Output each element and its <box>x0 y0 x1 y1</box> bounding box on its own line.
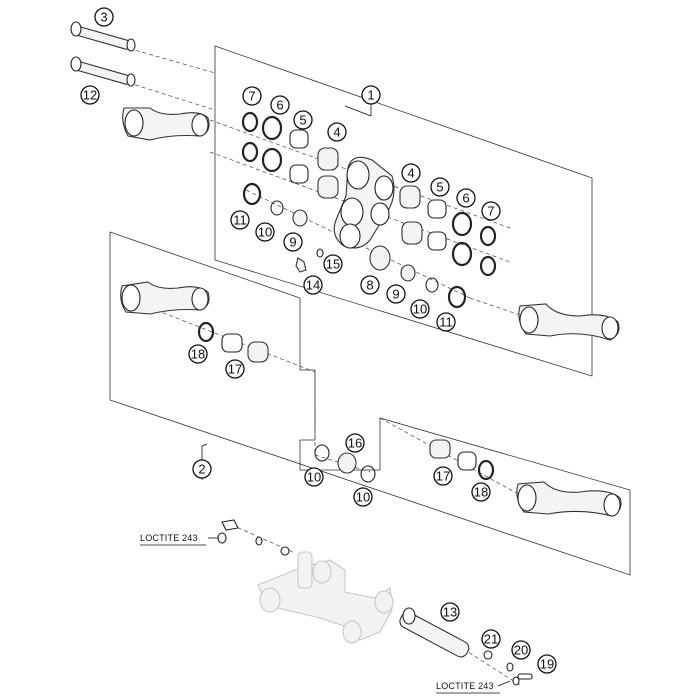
pin-13 <box>399 607 470 658</box>
callout-21: 21 <box>481 629 501 649</box>
svg-text:19: 19 <box>540 657 554 672</box>
svg-text:9: 9 <box>392 287 399 302</box>
small-fittings <box>295 248 324 273</box>
svg-text:10: 10 <box>258 225 272 240</box>
svg-text:LOCTITE 243: LOCTITE 243 <box>436 681 494 691</box>
svg-text:LOCTITE 243: LOCTITE 243 <box>140 533 198 543</box>
callout-20: 20 <box>511 640 531 660</box>
svg-text:5: 5 <box>299 113 306 128</box>
callout-3: 3 <box>94 7 114 27</box>
link-arm-middle-left <box>120 281 210 315</box>
bushing-set-lower-left <box>197 321 269 363</box>
svg-text:9: 9 <box>289 235 296 250</box>
svg-text:3: 3 <box>100 10 107 25</box>
svg-text:17: 17 <box>436 469 450 484</box>
link-arm-right-1 <box>518 303 620 341</box>
svg-text:6: 6 <box>276 98 283 113</box>
callout-4-right: 4 <box>401 163 421 183</box>
link-arm-upper-left <box>122 107 210 141</box>
callout-7-left: 7 <box>242 86 262 106</box>
callout-6-right: 6 <box>456 188 476 208</box>
svg-text:15: 15 <box>326 257 340 272</box>
callout-5-right: 5 <box>430 177 450 197</box>
callout-14: 14 <box>303 275 323 295</box>
assembly-2-frame <box>109 231 631 576</box>
callout-9-left: 9 <box>283 232 303 252</box>
callout-16: 16 <box>345 433 365 453</box>
callout-11-left: 11 <box>230 210 250 230</box>
callout-18-right: 18 <box>471 482 491 502</box>
callout-10-left: 10 <box>255 222 275 242</box>
bearing-rings-right <box>369 185 497 309</box>
svg-text:18: 18 <box>474 485 488 500</box>
small-hardware-left <box>217 519 290 556</box>
callout-7-right: 7 <box>481 201 501 221</box>
callout-18-left: 18 <box>188 344 208 364</box>
callout-10-center-right: 10 <box>353 487 373 507</box>
svg-text:16: 16 <box>348 436 362 451</box>
callout-15: 15 <box>323 254 343 274</box>
svg-text:14: 14 <box>306 278 320 293</box>
small-hardware-right <box>483 650 533 686</box>
svg-text:10: 10 <box>356 490 370 505</box>
bolt-3 <box>70 21 136 52</box>
bushing-set-center <box>314 444 376 483</box>
bearing-rings-left <box>241 111 339 227</box>
bolt-12 <box>70 56 136 87</box>
callout-6-left: 6 <box>270 95 290 115</box>
callout-11-right: 11 <box>436 312 456 332</box>
callout-17-left: 17 <box>225 359 245 379</box>
rocker-lever <box>333 156 395 249</box>
svg-text:7: 7 <box>248 89 255 104</box>
callout-5-left: 5 <box>293 110 313 130</box>
svg-text:6: 6 <box>462 191 469 206</box>
assembly-frames <box>109 45 631 576</box>
svg-text:20: 20 <box>514 643 528 658</box>
assembly-1-frame <box>214 45 593 377</box>
svg-text:17: 17 <box>228 362 242 377</box>
callout-8: 8 <box>360 275 380 295</box>
svg-text:1: 1 <box>367 88 374 103</box>
svg-text:11: 11 <box>439 315 453 330</box>
svg-text:10: 10 <box>307 470 321 485</box>
callout-19: 19 <box>537 654 557 674</box>
bushing-set-lower-right <box>429 439 495 481</box>
svg-text:13: 13 <box>443 605 457 620</box>
svg-text:5: 5 <box>436 180 443 195</box>
svg-text:8: 8 <box>366 278 373 293</box>
svg-text:21: 21 <box>484 632 498 647</box>
svg-text:11: 11 <box>233 213 247 228</box>
svg-text:18: 18 <box>191 347 205 362</box>
bracket-ghost <box>257 551 394 644</box>
callout-10-right: 10 <box>410 299 430 319</box>
svg-text:12: 12 <box>83 88 97 103</box>
callout-2: 2 <box>192 459 212 479</box>
loctite-label-left: LOCTITE 243 <box>140 533 206 546</box>
callout-10-center-left: 10 <box>304 467 324 487</box>
link-arm-right-2 <box>516 481 622 517</box>
svg-text:4: 4 <box>407 166 414 181</box>
callout-1: 1 <box>361 85 381 105</box>
svg-text:4: 4 <box>333 125 340 140</box>
callout-9-right: 9 <box>386 284 406 304</box>
callout-13: 13 <box>440 602 460 622</box>
callout-12: 12 <box>80 85 100 105</box>
svg-text:10: 10 <box>413 302 427 317</box>
callout-17-right: 17 <box>433 466 453 486</box>
svg-text:2: 2 <box>198 462 205 477</box>
loctite-label-right: LOCTITE 243 <box>436 681 500 694</box>
callout-4-left: 4 <box>327 122 347 142</box>
svg-text:7: 7 <box>487 204 494 219</box>
